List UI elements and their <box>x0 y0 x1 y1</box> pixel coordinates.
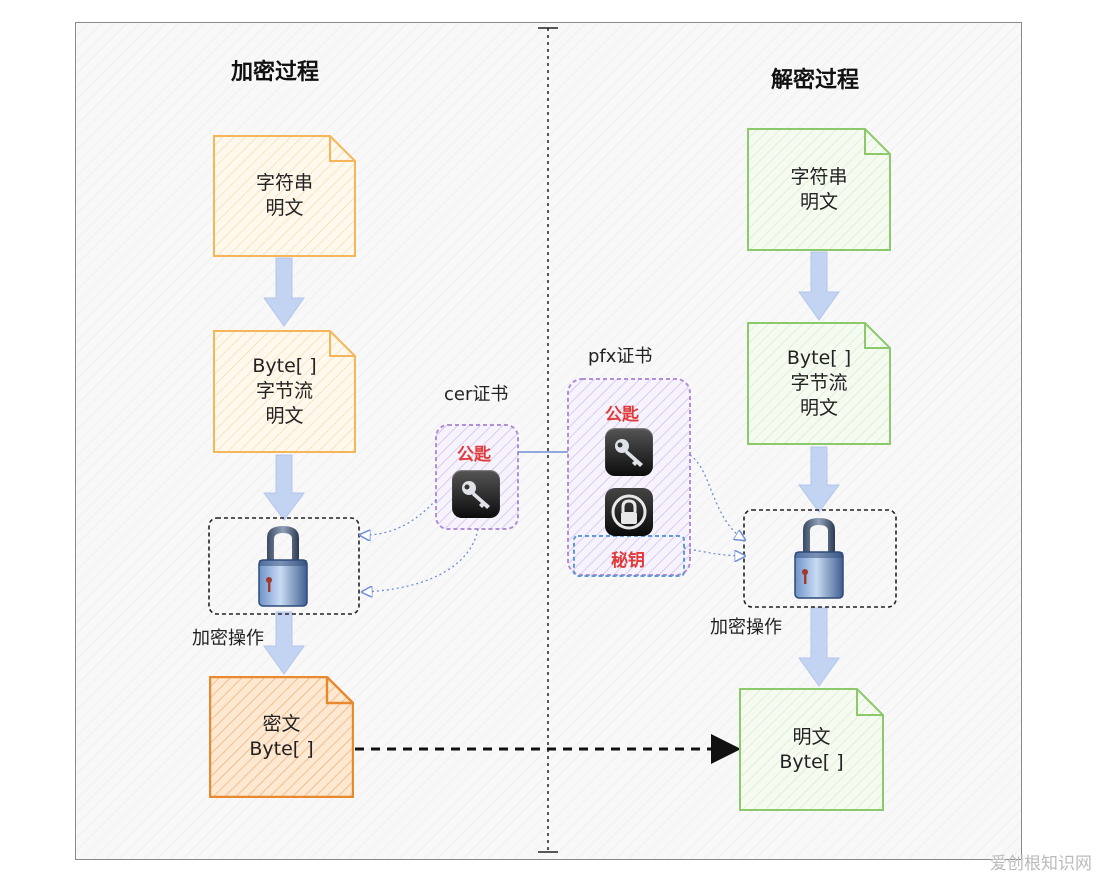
plaintext-string-doc-left: 字符串明文 <box>213 135 356 257</box>
flow-arrow-right-1 <box>798 251 840 321</box>
pfx-to-lock-link-2 <box>683 547 745 556</box>
decrypt-process-title: 解密过程 <box>771 68 860 93</box>
cer-to-lock-link-2 <box>362 528 479 592</box>
pfx-private-key-label: 秘钥 <box>611 551 645 571</box>
encrypt-lock-frame <box>208 517 360 615</box>
byte-stream-doc-left: Byte[ ] 字节流明文 <box>213 330 356 453</box>
doc-line: Byte[ ] <box>779 750 844 773</box>
doc-line: 字节流 <box>790 372 848 394</box>
flow-arrow-right-2 <box>798 446 840 513</box>
plaintext-string-doc-right: 字符串明文 <box>747 128 891 251</box>
flow-arrow-left-3 <box>263 611 305 675</box>
doc-line: 明文 <box>265 405 304 427</box>
doc-line: 字符串 <box>790 165 848 188</box>
center-divider <box>538 27 558 853</box>
cer-public-key-label: 公匙 <box>457 445 491 465</box>
watermark-text: 爱创根知识网 <box>990 854 1092 874</box>
pfx-cert-label: pfx证书 <box>588 346 653 367</box>
doc-line: 字节流 <box>255 380 313 402</box>
key-icon <box>452 470 500 518</box>
doc-line: Byte[ ] <box>786 347 852 369</box>
pfx-public-key-label: 公匙 <box>605 405 639 425</box>
doc-line: Byte[ ] <box>249 738 314 760</box>
doc-line: 明文 <box>799 190 838 213</box>
doc-line: 明文 <box>792 725 831 748</box>
ciphertext-doc: 密文 Byte[ ] <box>209 676 354 798</box>
flow-arrows-left <box>263 257 305 675</box>
doc-line: 明文 <box>265 197 304 219</box>
key-icon <box>605 428 653 476</box>
doc-line: 密文 <box>262 713 301 735</box>
doc-line: 字符串 <box>255 172 313 194</box>
flow-arrow-right-3 <box>798 607 840 687</box>
padlock-icon <box>258 526 308 607</box>
pfx-private-key-highlight <box>573 535 685 577</box>
encrypt-process-title: 加密过程 <box>231 60 320 85</box>
cer-cert-label: cer证书 <box>444 384 509 405</box>
flow-arrows-right <box>798 251 840 687</box>
decrypt-operation-label: 加密操作 <box>710 617 782 638</box>
pfx-to-lock-link-1 <box>689 454 745 540</box>
private-key-lock-icon <box>605 488 653 536</box>
padlock-icon <box>794 518 844 599</box>
encrypt-operation-label: 加密操作 <box>192 628 264 649</box>
cer-to-lock-link-1 <box>360 499 437 535</box>
flow-arrow-left-2 <box>263 454 305 521</box>
doc-line: 明文 <box>799 397 838 419</box>
flow-arrow-left-1 <box>263 257 305 327</box>
doc-line: Byte[ ] <box>252 355 317 377</box>
byte-stream-doc-right: Byte[ ] 字节流明文 <box>747 322 891 445</box>
